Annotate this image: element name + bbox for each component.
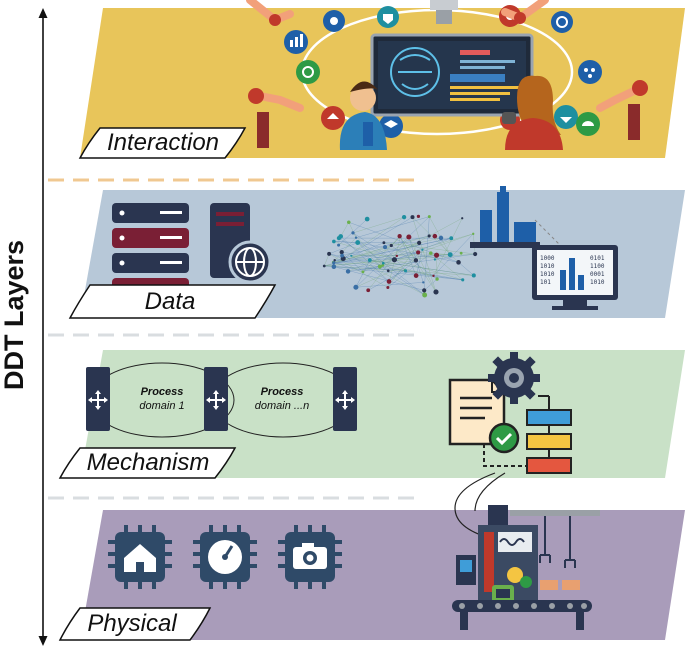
network-node bbox=[406, 234, 411, 239]
network-node bbox=[390, 244, 393, 247]
network-switch-icon bbox=[204, 367, 228, 431]
network-node bbox=[434, 258, 436, 260]
network-node bbox=[332, 261, 335, 264]
network-node bbox=[460, 252, 463, 255]
network-node bbox=[350, 255, 352, 257]
binary-left-1: 1010 bbox=[540, 263, 555, 270]
network-node bbox=[461, 217, 463, 219]
network-node bbox=[347, 220, 351, 224]
process-domain-1: Process domain 1 bbox=[122, 385, 202, 413]
binary-right-3: 1010 bbox=[590, 279, 605, 286]
layer-label-mechanism: Mechanism bbox=[68, 448, 228, 478]
network-node bbox=[435, 277, 438, 280]
network-node bbox=[414, 273, 419, 278]
network-node bbox=[456, 260, 461, 265]
gear-icon bbox=[488, 352, 540, 404]
axis-title: DDT Layers bbox=[0, 235, 29, 395]
network-node bbox=[422, 293, 427, 298]
check-icon bbox=[490, 424, 518, 452]
vertical-axis bbox=[39, 8, 48, 646]
network-node bbox=[472, 233, 474, 235]
network-node bbox=[473, 252, 477, 256]
process-1-title: Process bbox=[141, 386, 184, 398]
binary-right-0: 0101 bbox=[590, 255, 605, 262]
network-node bbox=[410, 215, 414, 219]
network-node bbox=[332, 264, 337, 269]
network-node bbox=[365, 217, 370, 222]
layer-label-data: Data bbox=[80, 287, 260, 317]
network-node bbox=[402, 215, 406, 219]
network-node bbox=[449, 236, 453, 240]
network-node bbox=[414, 258, 418, 262]
network-node bbox=[387, 279, 392, 284]
network-node bbox=[340, 250, 344, 254]
chip-gauge-icon bbox=[193, 525, 257, 589]
binary-left-2: 1010 bbox=[540, 271, 555, 278]
network-node bbox=[386, 286, 389, 289]
network-node bbox=[428, 215, 431, 218]
monitor-screen bbox=[372, 35, 532, 115]
process-2-sub: domain ...n bbox=[255, 400, 309, 412]
binary-right-1: 1100 bbox=[590, 263, 605, 270]
network-node bbox=[416, 250, 420, 254]
process-domain-n: Process domain ...n bbox=[242, 385, 322, 413]
network-node bbox=[422, 288, 426, 292]
network-node bbox=[461, 278, 464, 281]
network-node bbox=[355, 240, 360, 245]
network-switch-icon bbox=[333, 367, 357, 431]
network-node bbox=[332, 240, 336, 244]
binary-left-0: 1000 bbox=[540, 255, 555, 262]
network-node bbox=[428, 234, 431, 237]
process-2-title: Process bbox=[261, 386, 304, 398]
network-node bbox=[327, 252, 331, 256]
network-switch-icon bbox=[86, 367, 110, 431]
network-node bbox=[353, 285, 358, 290]
network-node bbox=[337, 244, 340, 247]
network-node bbox=[417, 215, 420, 218]
network-node bbox=[396, 255, 398, 257]
network-node bbox=[417, 241, 421, 245]
layer-label-interaction: Interaction bbox=[88, 128, 238, 158]
network-node bbox=[434, 253, 439, 258]
network-node bbox=[472, 273, 476, 277]
network-node bbox=[392, 257, 397, 262]
network-node bbox=[382, 241, 385, 244]
network-node bbox=[429, 251, 433, 255]
network-node bbox=[432, 275, 434, 277]
network-node bbox=[378, 264, 382, 268]
network-node bbox=[340, 254, 344, 258]
network-node bbox=[323, 265, 326, 268]
network-node bbox=[422, 281, 424, 283]
network-node bbox=[382, 262, 385, 265]
network-node bbox=[333, 259, 335, 261]
network-node bbox=[346, 269, 350, 273]
network-node bbox=[433, 289, 438, 294]
network-node bbox=[397, 234, 401, 238]
chip-camera-icon bbox=[278, 525, 342, 589]
network-node bbox=[355, 236, 357, 238]
chip-house-icon bbox=[108, 525, 172, 589]
binary-left-3: 101 bbox=[540, 279, 551, 286]
binary-right-2: 0001 bbox=[590, 271, 605, 278]
process-1-sub: domain 1 bbox=[139, 400, 184, 412]
layer-label-physical: Physical bbox=[62, 609, 202, 639]
network-node bbox=[338, 234, 343, 239]
network-node bbox=[351, 231, 354, 234]
network-node bbox=[433, 234, 438, 239]
network-node bbox=[404, 269, 407, 272]
network-node bbox=[383, 245, 387, 249]
network-node bbox=[361, 270, 364, 273]
network-node bbox=[368, 258, 372, 262]
network-node bbox=[366, 288, 370, 292]
network-node bbox=[448, 252, 453, 257]
network-node bbox=[439, 236, 444, 241]
network-node bbox=[387, 269, 390, 272]
network-node bbox=[421, 249, 423, 251]
